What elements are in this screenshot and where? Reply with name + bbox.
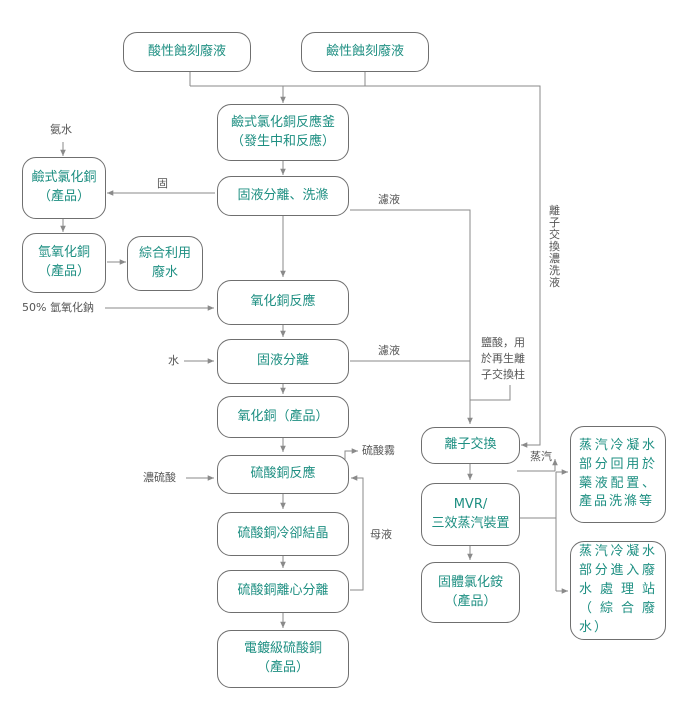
- filtrate-label-2: 濾液: [378, 344, 400, 357]
- copper-hydroxide-box: 氫氧化銅 （產品）: [22, 233, 106, 293]
- node-label: 酸性蝕刻廢液: [147, 43, 226, 59]
- connector: [365, 85, 541, 448]
- condensate-reuse-box: 蒸汽冷凝水部分回用於藥液配置、產品洗滌等: [570, 426, 666, 523]
- plating-grade-box: 電鍍級硫酸銅 （產品）: [217, 630, 349, 688]
- reactor-box: 鹼式氯化銅反應釜 （發生中和反應）: [217, 104, 349, 161]
- ion-exchange-wash-label: 離子交換濃洗液: [549, 204, 560, 289]
- node-label: 氧化銅反應: [250, 294, 316, 310]
- alkaline-waste-box: 鹼性蝕刻廢液: [301, 32, 429, 72]
- node-label: 硫酸銅反應: [250, 466, 316, 482]
- hcl-regen-label: 鹽酸，用 於再生離 子交換柱: [481, 336, 525, 381]
- node-label: 蒸汽冷凝水部分回用於藥液配置、產品洗滌等: [579, 437, 657, 510]
- comprehensive-wastewater-box: 綜合利用 廢水: [127, 236, 203, 291]
- basic-copper-chloride-box: 鹼式氯化銅 （產品）: [22, 157, 106, 219]
- mvr-box: MVR/ 三效蒸汽裝置: [421, 483, 520, 546]
- node-label: 硫酸銅離心分離: [237, 583, 329, 599]
- conc-sulfuric-label: 濃硫酸: [143, 471, 176, 484]
- connector: [350, 475, 364, 591]
- copper-sulfate-reaction-box: 硫酸銅反應: [217, 455, 349, 494]
- acid-waste-box: 酸性蝕刻廢液: [123, 32, 251, 72]
- node-label: 綜合利用 廢水: [138, 245, 191, 280]
- crystallization-box: 硫酸銅冷卻結晶: [217, 512, 349, 556]
- separation-box: 固液分離: [217, 339, 349, 384]
- node-label: 鹼式氯化銅 （產品）: [31, 170, 97, 204]
- copper-oxide-reaction-box: 氧化銅反應: [217, 280, 349, 325]
- node-label: 電鍍級硫酸銅 （產品）: [243, 641, 322, 675]
- solid-label: 固: [157, 177, 168, 190]
- node-label: 蒸汽冷凝水部分進入廢水處理站（綜合廢水）: [579, 544, 657, 635]
- naoh-label: 50% 氫氧化鈉: [22, 301, 94, 314]
- node-label: 硫酸銅冷卻結晶: [237, 525, 329, 541]
- filtrate-label-1: 濾液: [378, 193, 400, 206]
- node-label: 固體氯化銨 （產品）: [437, 574, 503, 609]
- ion-exchange-box: 離子交換: [421, 427, 520, 464]
- water-label: 水: [168, 354, 179, 367]
- connector: [470, 385, 511, 401]
- separation-wash-box: 固液分離、洗滌: [217, 176, 349, 216]
- node-label: 氫氧化銅 （產品）: [37, 245, 90, 279]
- node-label: 鹼式氯化銅反應釜 （發生中和反應）: [230, 114, 335, 149]
- node-label: 氧化銅（產品）: [237, 408, 329, 424]
- steam-label: 蒸汽: [530, 450, 552, 463]
- ammonium-chloride-box: 固體氯化銨 （產品）: [421, 562, 520, 623]
- node-label: 鹼性蝕刻廢液: [325, 43, 404, 59]
- centrifuge-box: 硫酸銅離心分離: [217, 570, 349, 613]
- copper-oxide-product-box: 氧化銅（產品）: [217, 396, 349, 438]
- node-label: 離子交換: [444, 437, 497, 453]
- node-label: 固液分離: [256, 353, 309, 369]
- connector: [517, 459, 558, 472]
- sulfuric-mist-label: 硫酸霧: [362, 444, 395, 457]
- connector: [350, 209, 473, 424]
- node-label: MVR/ 三效蒸汽裝置: [431, 496, 510, 531]
- mother-liquor-label: 母液: [370, 528, 392, 541]
- condensate-treatment-box: 蒸汽冷凝水部分進入廢水處理站（綜合廢水）: [570, 541, 666, 640]
- ammonia-water-label: 氨水: [50, 123, 72, 136]
- node-label: 固液分離、洗滌: [237, 187, 329, 203]
